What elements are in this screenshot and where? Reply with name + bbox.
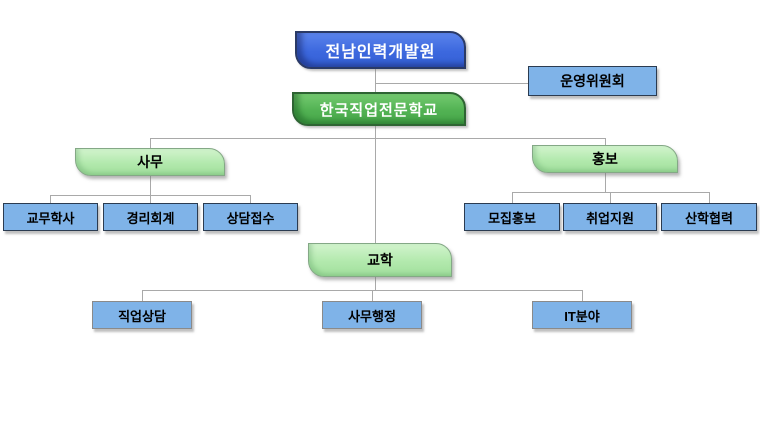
connector-to-committee xyxy=(375,83,528,84)
connector-gyohak-child-3 xyxy=(582,290,583,301)
org-node-school: 한국직업전문학교 xyxy=(292,92,466,126)
connector-hongbo-down xyxy=(605,173,606,192)
connector-school-down xyxy=(375,126,376,139)
connector-rail-to-gyohak xyxy=(375,138,376,243)
leaf-gyohak-1: 직업상담 xyxy=(92,301,192,329)
dept-hongbo: 홍보 xyxy=(532,145,678,173)
leaf-samu-3: 상담접수 xyxy=(203,203,298,231)
org-node-root: 전남인력개발원 xyxy=(295,31,466,69)
org-node-committee: 운영위원회 xyxy=(528,66,657,96)
dept-samu: 사무 xyxy=(75,148,225,176)
connector-samu-child-3 xyxy=(250,195,251,203)
connector-hongbo-child-2 xyxy=(610,192,611,203)
connector-samu-child-2 xyxy=(150,195,151,203)
connector-gyohak-child-2 xyxy=(372,290,373,301)
leaf-samu-2: 경리회계 xyxy=(103,203,198,231)
connector-hongbo-child-1 xyxy=(512,192,513,203)
leaf-gyohak-3: IT분야 xyxy=(532,301,632,329)
connector-root-to-school xyxy=(375,69,376,93)
leaf-hongbo-3: 산학협력 xyxy=(661,203,757,231)
connector-gyohak-down xyxy=(375,277,376,291)
leaf-samu-1: 교무학사 xyxy=(3,203,98,231)
connector-hongbo-child-3 xyxy=(709,192,710,203)
dept-gyohak: 교학 xyxy=(308,243,452,277)
leaf-hongbo-2: 취업지원 xyxy=(563,203,657,231)
connector-samu-child-1 xyxy=(50,195,51,203)
leaf-gyohak-2: 사무행정 xyxy=(322,301,422,329)
connector-gyohak-child-1 xyxy=(142,290,143,301)
leaf-hongbo-1: 모집홍보 xyxy=(464,203,560,231)
connector-gyohak-rail xyxy=(142,290,582,291)
connector-main-rail xyxy=(150,138,606,139)
connector-rail-to-hongbo xyxy=(605,138,606,146)
connector-rail-to-samu xyxy=(150,138,151,149)
connector-samu-down xyxy=(150,176,151,195)
